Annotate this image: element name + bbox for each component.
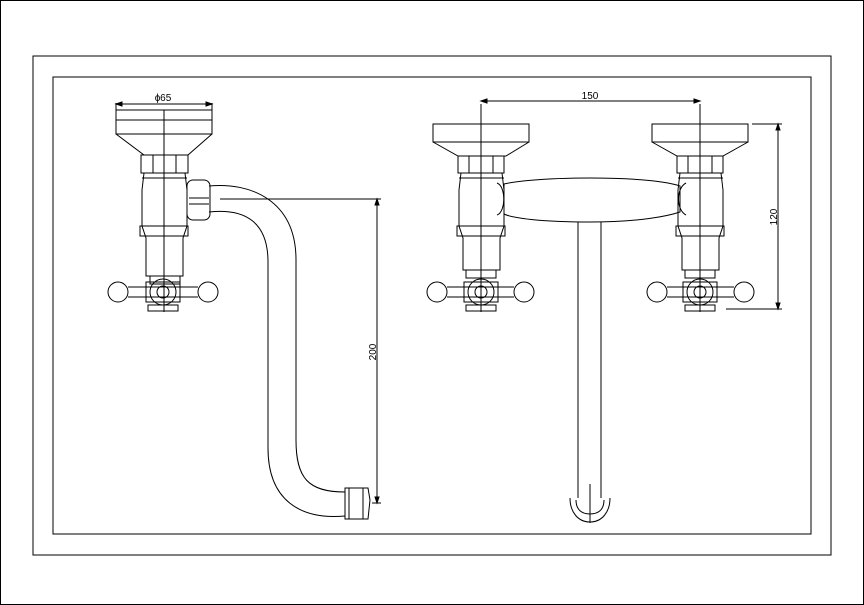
dimension-diameter-label: ɸ65 xyxy=(155,93,172,104)
side-view xyxy=(107,109,371,520)
front-right-knob-left xyxy=(646,281,668,303)
side-cross-handle xyxy=(107,278,219,312)
side-handle-knob-left xyxy=(107,281,129,303)
sheet-border xyxy=(32,55,832,556)
dimension-spacing-label: 150 xyxy=(582,91,599,102)
side-handle-hub xyxy=(149,278,177,306)
front-left-knob-right xyxy=(513,281,535,303)
side-handle-knob-right xyxy=(197,281,219,303)
front-right-knob-right xyxy=(733,281,755,303)
side-outlet-coupling xyxy=(186,179,211,221)
front-bridge-body xyxy=(503,177,681,223)
dimension-spout-drop-label: 200 xyxy=(368,343,379,360)
dimension-height-label: 120 xyxy=(769,208,780,225)
front-left-knob-left xyxy=(426,281,448,303)
side-spout-tip xyxy=(344,487,371,520)
side-spout-outer xyxy=(208,184,346,493)
drawing-border xyxy=(52,76,812,535)
dimension-diameter: ɸ65 xyxy=(114,93,214,112)
dimension-spacing: 150 xyxy=(479,91,702,104)
dimension-height: 120 xyxy=(726,122,782,311)
dimension-spout-drop: 200 xyxy=(220,197,381,505)
side-spout-inner xyxy=(208,210,346,517)
front-valve-right xyxy=(646,104,755,312)
front-spout xyxy=(569,222,611,523)
front-valve-left xyxy=(426,104,535,312)
